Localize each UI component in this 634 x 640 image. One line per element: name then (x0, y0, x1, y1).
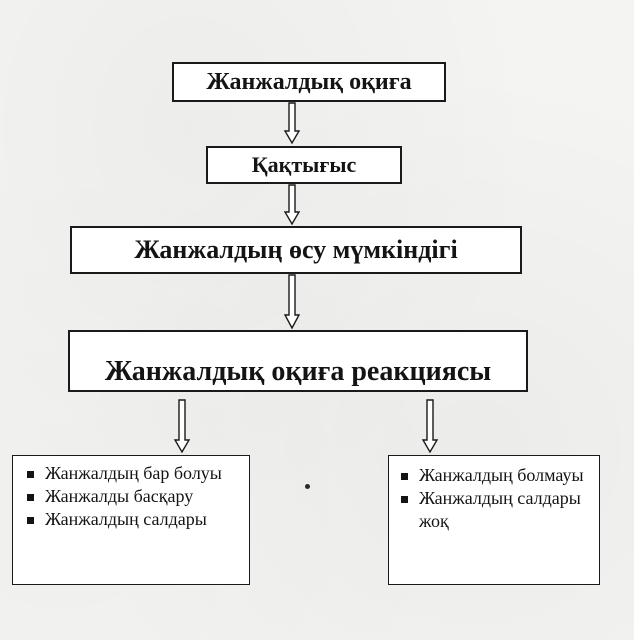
clash-label: Қақтығыс (251, 152, 357, 177)
arrow-down-3 (283, 274, 301, 330)
arrow-down-1 (283, 102, 301, 145)
left-list-item: Жанжалдың салдары (27, 508, 241, 531)
clash-box: Қақтығыс (206, 146, 402, 184)
conflict-growth-box: Жанжалдың өсу мүмкіндігі (70, 226, 522, 274)
conflict-growth-label: Жанжалдың өсу мүмкіндігі (134, 235, 458, 264)
left-outcome-box: Жанжалдың бар болуы Жанжалды басқару Жан… (12, 455, 250, 585)
right-outcome-box: Жанжалдың болмауы Жанжалдың салдары жоқ (388, 455, 600, 585)
arrow-down-left (173, 399, 191, 454)
conflict-incident-box: Жанжалдық оқиға (172, 62, 446, 102)
right-list-item: Жанжалдың болмауы (401, 464, 591, 487)
bullet-icon (401, 496, 408, 503)
right-list-item: Жанжалдың салдары жоқ (401, 487, 591, 533)
incident-reaction-box: Жанжалдық оқиға реакциясы (68, 330, 528, 392)
arrow-down-right (421, 399, 439, 454)
left-list-item: Жанжалдың бар болуы (27, 462, 241, 485)
arrow-down-2 (283, 184, 301, 226)
bullet-icon (27, 517, 34, 524)
bullet-icon (27, 471, 34, 478)
bullet-icon (401, 473, 408, 480)
bullet-icon (27, 494, 34, 501)
incident-reaction-label: Жанжалдық оқиға реакциясы (104, 356, 492, 387)
stray-dot (305, 484, 310, 489)
conflict-incident-label: Жанжалдық оқиға (206, 68, 412, 95)
left-list-item: Жанжалды басқару (27, 485, 241, 508)
